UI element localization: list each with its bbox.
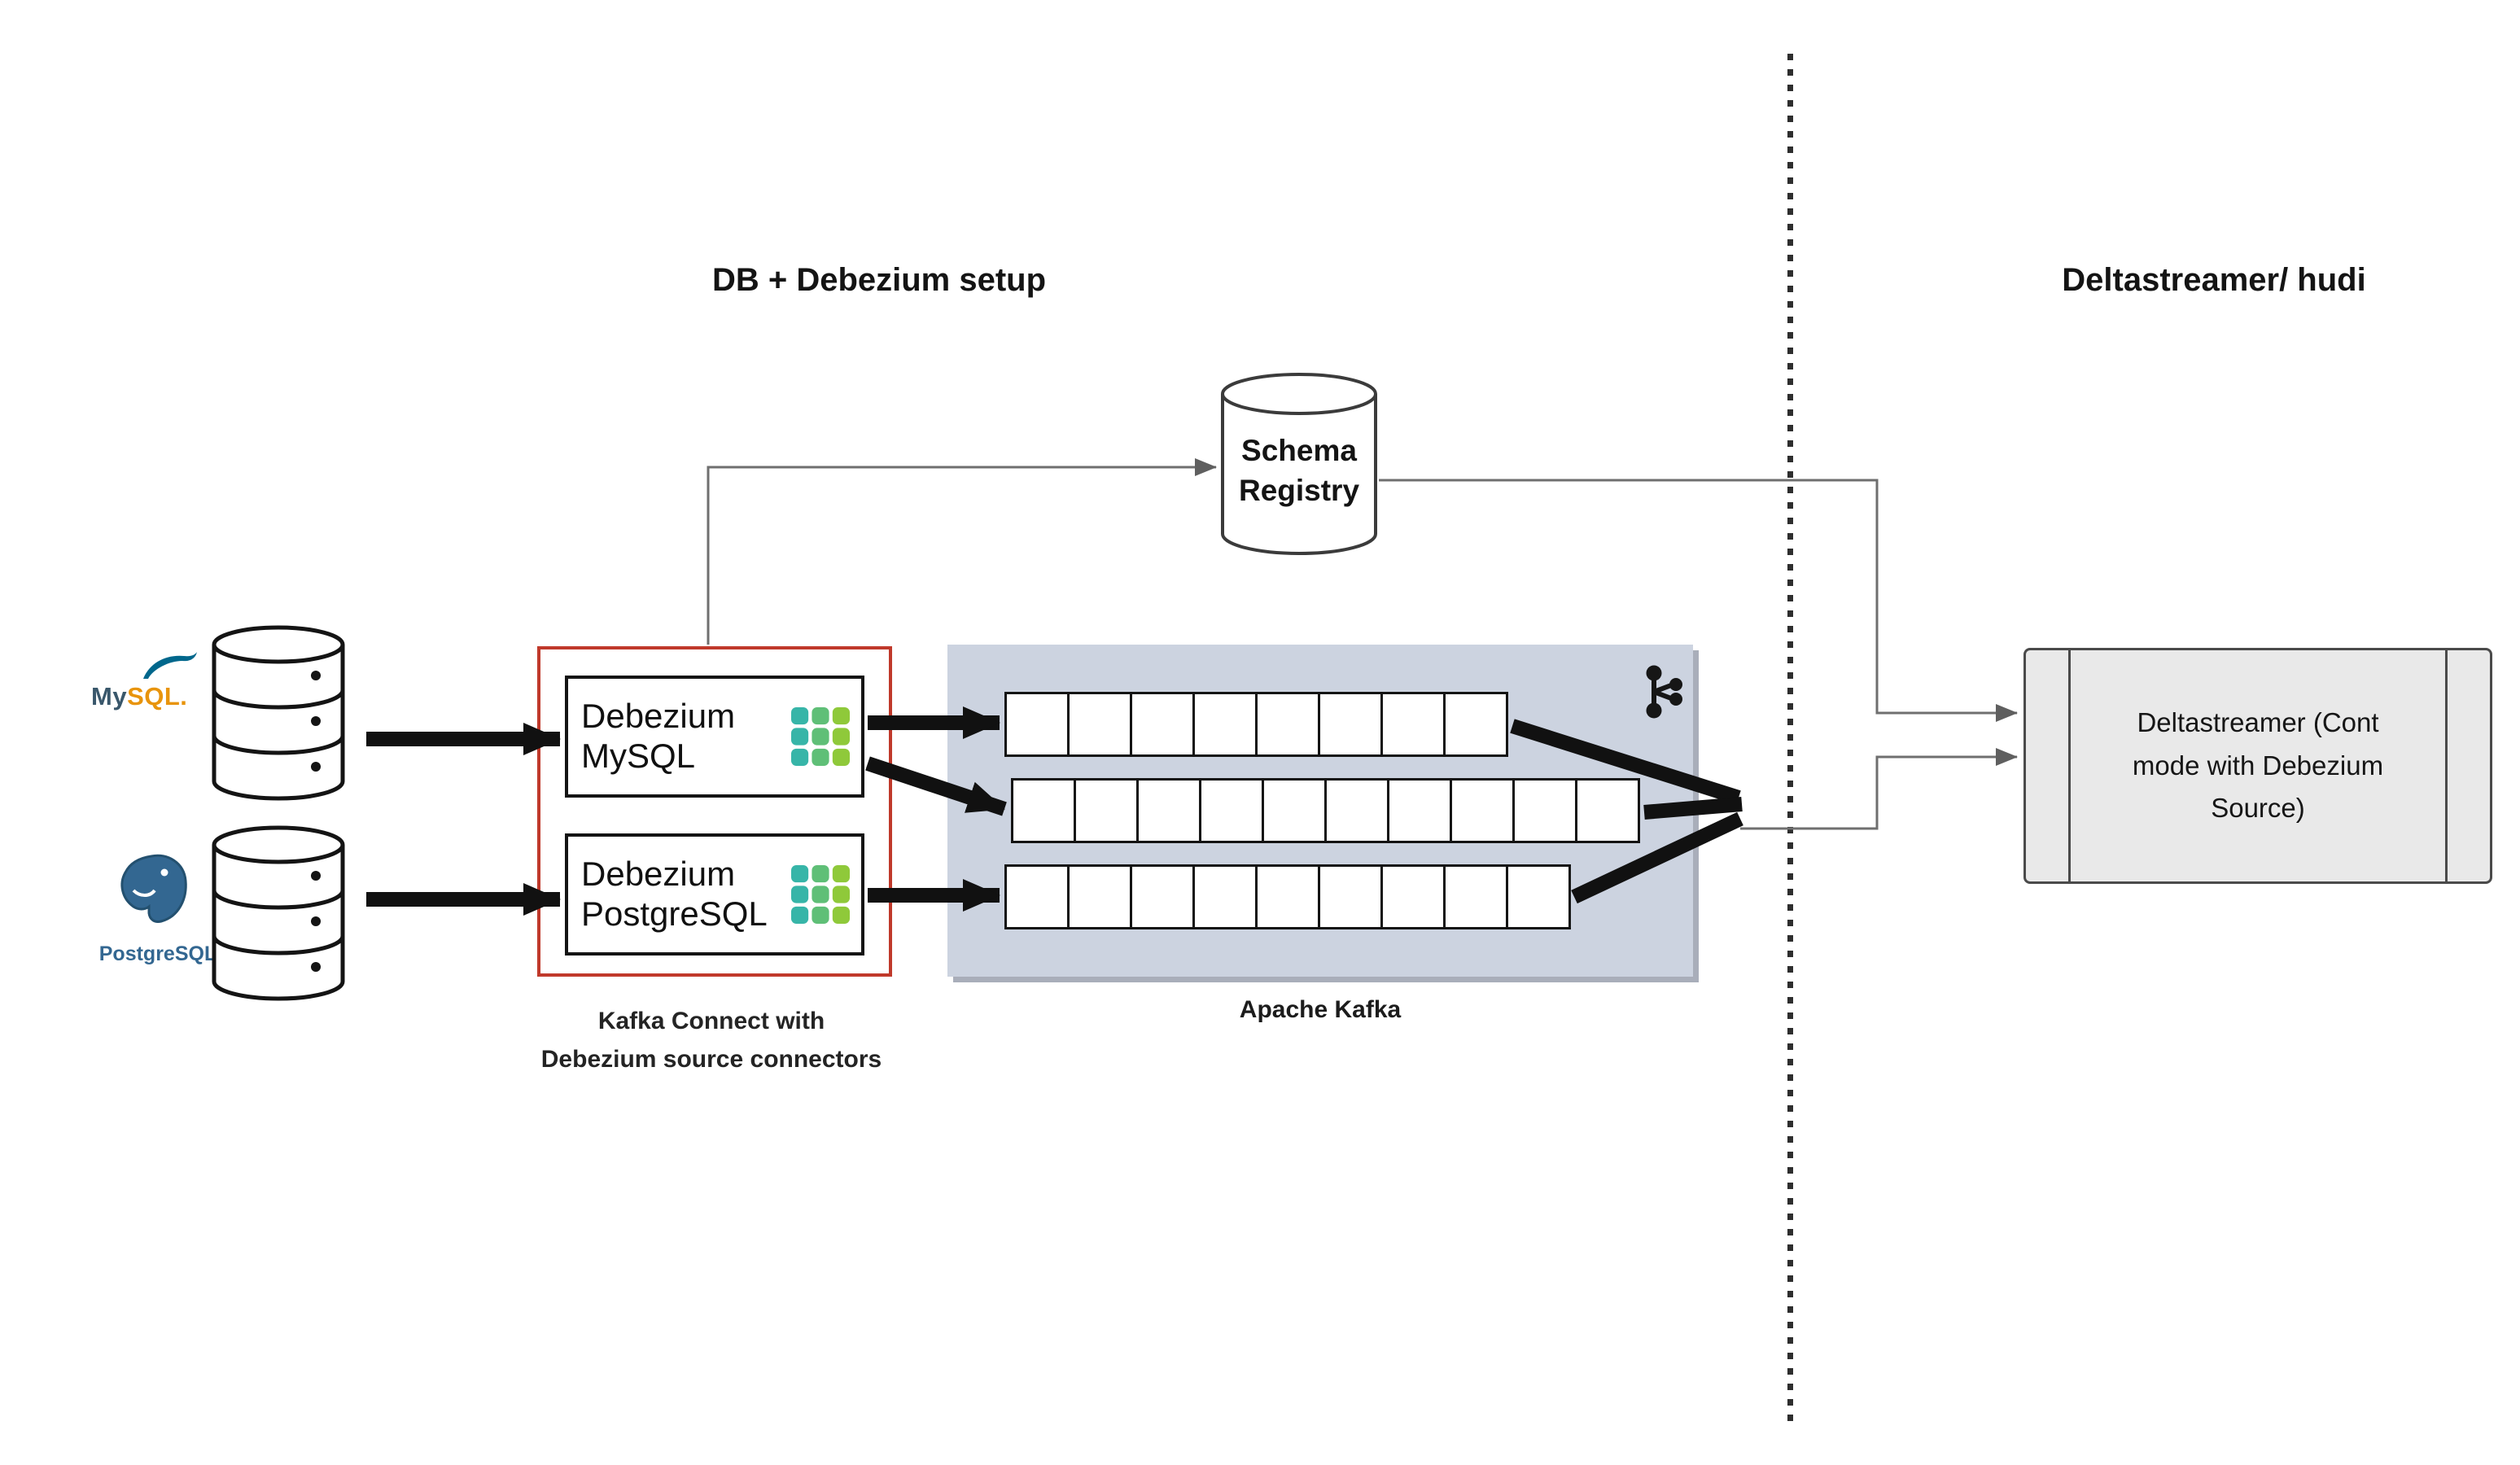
kafka-topic-row (1011, 778, 1640, 843)
kafka-partition-cell (1443, 864, 1508, 929)
kafka-partition-cell (1067, 864, 1132, 929)
kafka-partition-cell (1506, 864, 1571, 929)
mysql-logo: MySQL. (91, 651, 230, 711)
kafka-topic-row (1004, 864, 1571, 929)
kafka-partition-cell (1130, 864, 1195, 929)
kafka-partition-cell (1192, 692, 1258, 757)
postgresql-elephant-icon (120, 854, 187, 923)
kafka-partition-cell (1262, 778, 1327, 843)
kafka-partition-cell (1192, 864, 1258, 929)
kafka-logo-icon (1646, 665, 1682, 719)
deltastreamer-left-bar (2068, 650, 2071, 881)
section-title-db-debezium: DB + Debezium setup (711, 262, 1047, 298)
debezium-postgresql-connector: Debezium PostgreSQL (565, 833, 864, 956)
debezium-postgresql-label: Debezium PostgreSQL (581, 855, 768, 933)
kafka-partition-cell (1067, 692, 1132, 757)
kafka-partition-cell (1380, 692, 1446, 757)
postgresql-wordmark: PostgreSQL (98, 942, 217, 965)
kafka-partition-cell (1199, 778, 1264, 843)
kafka-partition-cell (1318, 692, 1383, 757)
deltastreamer-label: Deltastreamer (Cont mode with Debezium S… (2132, 706, 2384, 824)
kafka-partition-cell (1324, 778, 1389, 843)
debezium-mysql-connector: Debezium MySQL (565, 676, 864, 798)
mysql-wordmark-my: My (91, 682, 128, 711)
kafka-partition-cell (1380, 864, 1446, 929)
schema-registry-label: Schema Registry (1238, 434, 1360, 507)
kafka-partition-cell (1004, 692, 1070, 757)
kafka-topic-row (1004, 692, 1508, 757)
kafka-partition-cell (1450, 778, 1515, 843)
kafka-partition-cell (1443, 692, 1508, 757)
line-connect-to-schema-registry (707, 458, 1217, 645)
apache-kafka-caption: Apache Kafka (1239, 996, 1402, 1023)
kafka-partition-cell (1255, 864, 1320, 929)
kafka-partition-cell (1074, 778, 1139, 843)
kafka-connect-caption: Kafka Connect with Debezium source conne… (540, 1008, 882, 1073)
kafka-partition-cell (1575, 778, 1640, 843)
deltastreamer-box: Deltastreamer (Cont mode with Debezium S… (2023, 648, 2492, 884)
postgresql-database-icon (212, 825, 345, 1001)
kafka-partition-cell (1255, 692, 1320, 757)
debezium-mysql-label: Debezium MySQL (581, 697, 736, 775)
kafka-partition-cell (1004, 864, 1070, 929)
line-kafka-to-deltastreamer (1740, 748, 2018, 830)
deltastreamer-right-bar (2445, 650, 2448, 881)
kafka-partition-cell (1011, 778, 1076, 843)
dotted-divider (1787, 54, 1793, 1428)
kafka-partition-cell (1387, 778, 1452, 843)
schema-registry-cylinder-icon (1221, 373, 1377, 555)
section-title-deltastreamer-hudi: Deltastreamer/ hudi (2062, 262, 2366, 298)
debezium-logo-icon (791, 707, 850, 766)
kafka-partition-cell (1512, 778, 1577, 843)
kafka-partition-cell (1130, 692, 1195, 757)
debezium-logo-icon (791, 865, 850, 924)
mysql-wordmark-sql: SQL. (127, 682, 188, 711)
mysql-wordmark: MySQL. (91, 682, 230, 711)
mysql-database-icon (212, 625, 345, 801)
kafka-partition-cell (1136, 778, 1201, 843)
kafka-partition-cell (1318, 864, 1383, 929)
mysql-dolphin-icon (143, 652, 197, 679)
